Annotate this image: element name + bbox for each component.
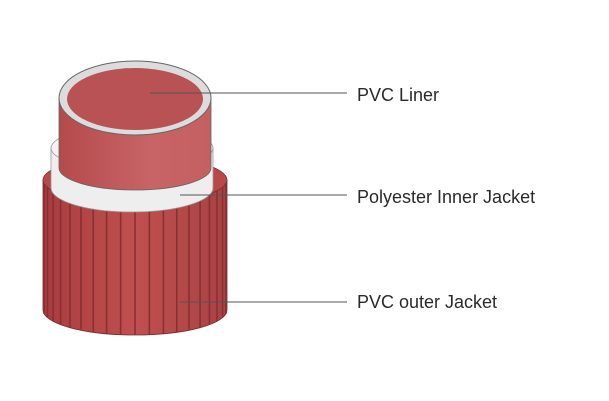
label-pvc-liner: PVC Liner xyxy=(357,85,440,105)
label-pvc-outer-jacket: PVC outer Jacket xyxy=(357,292,498,312)
label-polyester-inner-jacket: Polyester Inner Jacket xyxy=(357,187,536,207)
pvc-liner-shape xyxy=(58,60,212,191)
